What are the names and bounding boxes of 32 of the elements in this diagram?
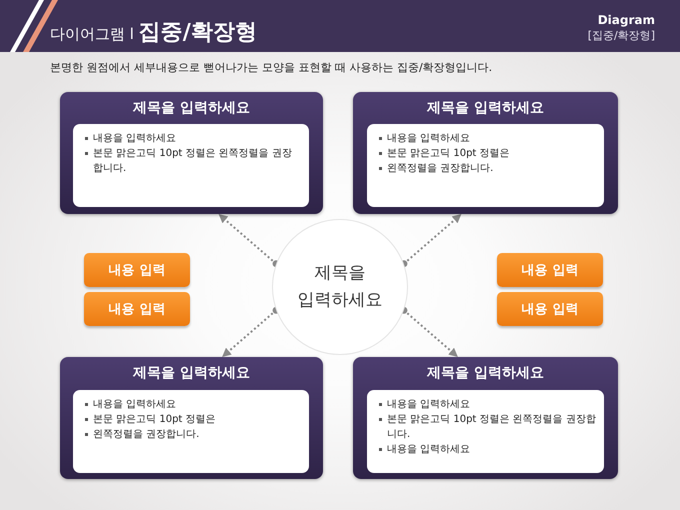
text-panel — [367, 124, 604, 207]
page-title: 다이어그램 l 집중/확장형 — [50, 20, 257, 47]
content-button: 내용 입력 — [84, 253, 190, 287]
card-heading: 제목을 입력하세요 — [427, 364, 544, 382]
bullet-text: 내용을 입력하세요 — [93, 132, 178, 146]
bullet-text: 내용을 입력하세요 — [387, 398, 472, 412]
text-panel — [73, 390, 309, 473]
text-panel — [367, 390, 604, 473]
center-circle: 제목을 입력하세요 — [272, 219, 408, 355]
content-button: 내용 입력 — [497, 253, 603, 287]
content-card — [353, 357, 618, 479]
bullet-text: 본문 맑은고딕 10pt 정렬은 — [93, 413, 217, 427]
bullet-text: 본문 맑은고딕 10pt 정렬은 왼쪽정렬을 권장합니다. — [387, 413, 596, 442]
bullet-text: 내용을 입력하세요 — [387, 443, 472, 457]
description-text: 본명한 원점에서 세부내용으로 뻗어나가는 모양을 표현할 때 사용하는 집중/확장형입니다. — [50, 61, 492, 75]
card-heading: 제목을 입력하세요 — [133, 99, 250, 117]
header-subtitle: [집중/확장형] — [588, 29, 655, 42]
bullet-text: 본문 맑은고딕 10pt 정렬은 왼쪽정렬을 권장합니다. — [93, 147, 293, 176]
header-label: Diagram — [598, 13, 655, 27]
content-card — [353, 92, 618, 214]
bullet-text: 왼쪽정렬을 권장합니다. — [93, 428, 200, 442]
text-panel — [73, 124, 309, 207]
content-card — [60, 92, 323, 214]
content-button: 내용 입력 — [84, 292, 190, 326]
bullet-text: 내용을 입력하세요 — [93, 398, 178, 412]
bullet-text: 내용을 입력하세요 — [387, 132, 472, 146]
bullet-text: 왼쪽정렬을 권장합니다. — [387, 162, 494, 176]
content-card — [60, 357, 323, 479]
card-heading: 제목을 입력하세요 — [133, 364, 250, 382]
content-button: 내용 입력 — [497, 292, 603, 326]
card-heading: 제목을 입력하세요 — [427, 99, 544, 117]
bullet-text: 본문 맑은고딕 10pt 정렬은 — [387, 147, 511, 161]
